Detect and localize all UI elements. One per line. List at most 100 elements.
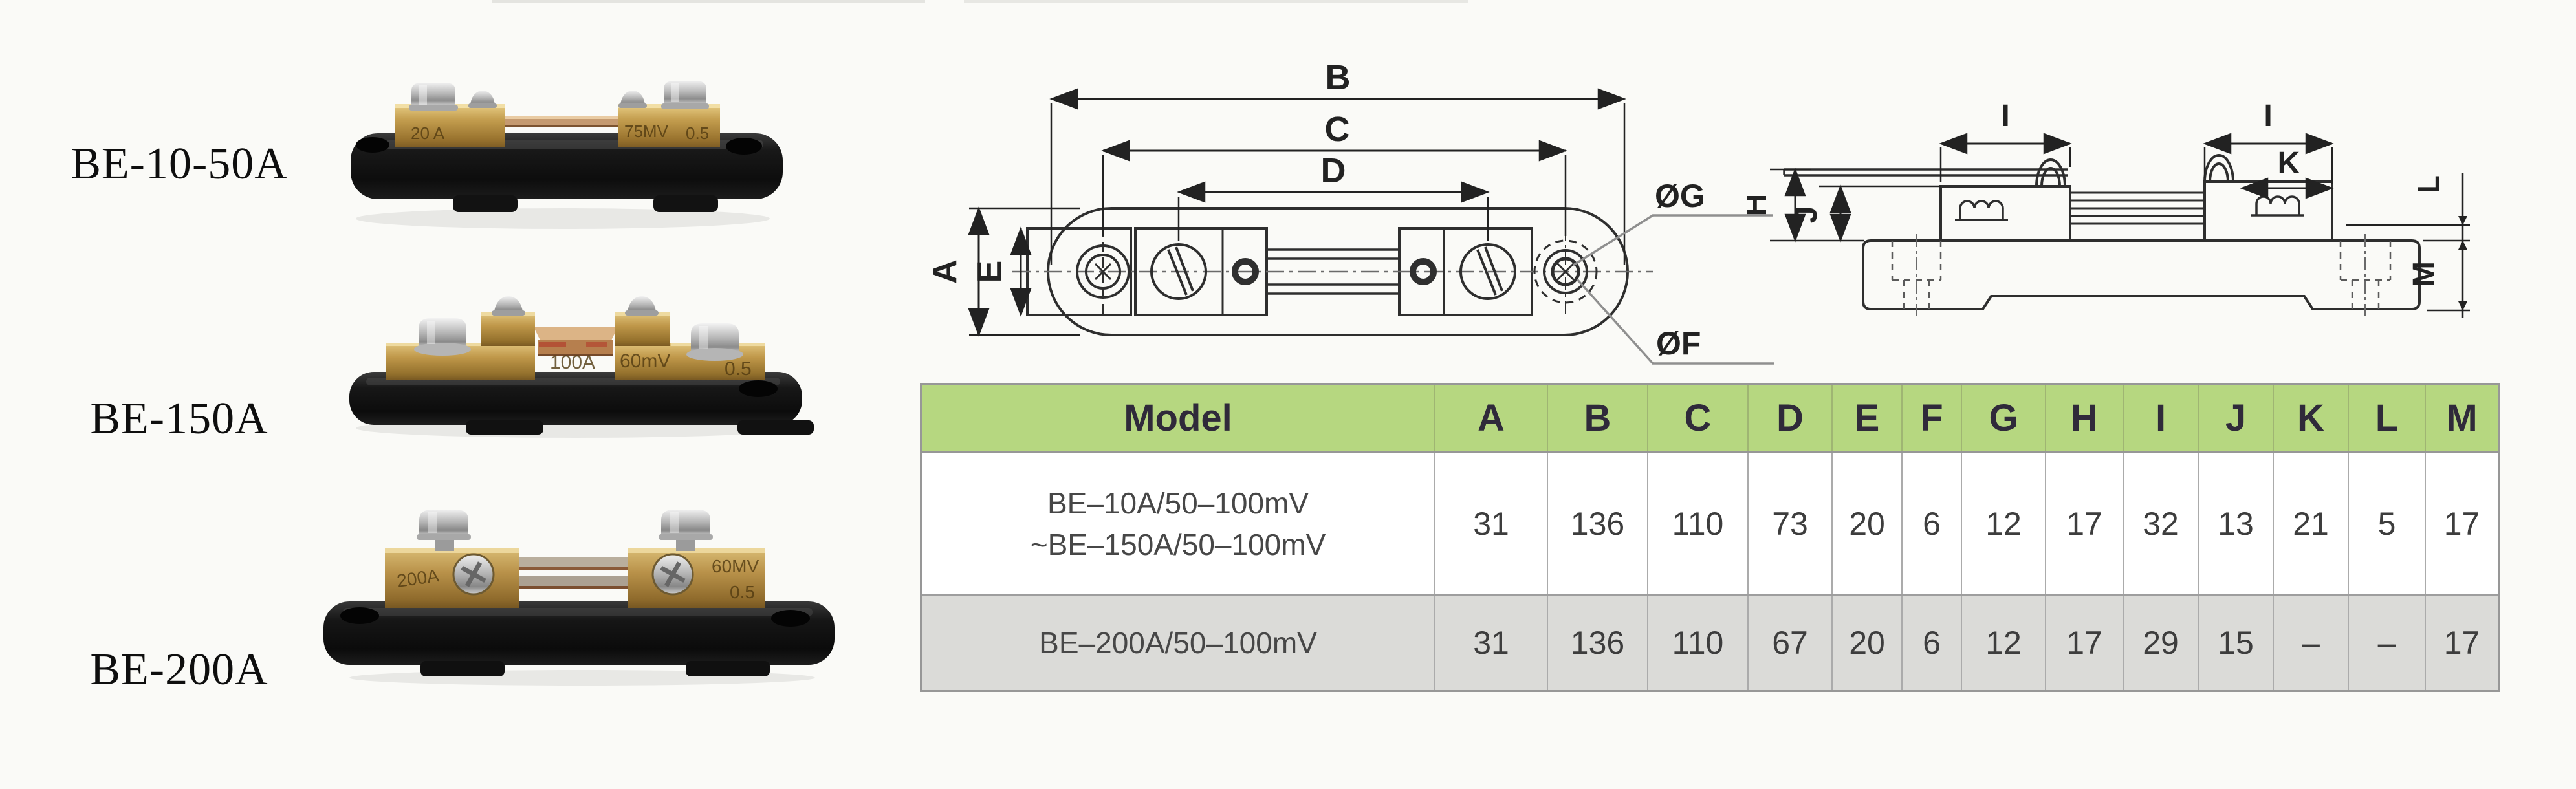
dia-label-f: ØF [1656,325,1701,362]
mounting-hole [726,138,762,155]
header-cell: A [1435,385,1548,451]
stamp-text: 60mV [620,351,670,372]
dim-label-e: E [971,261,1009,283]
brass-block-left: 20 A [395,104,505,147]
dome-screw [618,91,647,108]
phillips-screw [651,553,694,596]
brass-block-right: 60mV 0.5 [615,312,765,380]
spec-table: Model A B C D E F G H I J K L M BE–10A/5… [920,383,2500,692]
product-label-be-10-50a: BE-10-50A [71,139,288,189]
dome-screw [468,91,497,108]
leader-f [1576,278,1774,365]
product-photo-be-200a: 200A 60MV 0.5 [323,510,835,686]
value-cell: 6 [1903,453,1962,594]
hex-bolt [417,510,471,551]
hex-bolt [661,81,709,109]
hex-bolt [409,83,458,111]
header-cell: D [1749,385,1833,451]
value-cell: 110 [1648,596,1749,690]
red-stamp [586,342,607,347]
value-cell: 31 [1435,453,1548,594]
value-cell: 21 [2274,453,2349,594]
value-cell: 5 [2349,453,2426,594]
black-base [323,601,835,676]
value-cell: 136 [1548,596,1648,690]
dome-screw [625,296,659,316]
value-cell: – [2274,596,2349,690]
header-cell: E [1833,385,1903,451]
strips-side [2070,191,2205,225]
mounting-hole-right [1533,228,1598,316]
header-cell: I [2124,385,2199,451]
spec-table-header-row: Model A B C D E F G H I J K L M [922,385,2498,453]
resistor-strip [516,557,629,589]
header-cell-model: Model [922,385,1435,451]
model-line: ~BE–150A/50–100mV [1030,528,1326,561]
sense-terminal-right [1410,258,1437,285]
value-cell: 20 [1833,596,1903,690]
scan-artifact [964,0,1468,3]
value-cell: 6 [1903,596,1962,690]
product-label-be-150a: BE-150A [90,394,268,444]
dim-c [1101,140,1567,236]
resistor-strip [503,116,620,127]
model-cell: BE–200A/50–100mV [922,596,1435,690]
header-cell: B [1548,385,1648,451]
header-cell: M [2426,385,2498,451]
strips [1267,248,1399,295]
value-cell: 20 [1833,453,1903,594]
leader-g [1573,214,1773,266]
header-cell: G [1962,385,2046,451]
phillips-screw [452,553,495,596]
mounting-hole [356,137,389,153]
photo-shadow [356,208,770,229]
stamp-text: 60MV [712,556,759,576]
hidden-hole-right [2339,241,2392,309]
value-cell: 73 [1749,453,1833,594]
spec-table-row: BE–200A/50–100mV 31 136 110 67 20 6 12 1… [922,594,2498,690]
dim-label-k: K [2278,146,2300,180]
dim-j [1819,184,1941,243]
block-right-side [2203,180,2333,242]
product-photo-be-10-50a: 20 A 75MV 0.5 [351,81,783,229]
value-cell: 12 [1962,596,2046,690]
spec-table-row: BE–10A/50–100mV ~BE–150A/50–100mV 31 136… [922,453,2498,594]
top-view-diagram: B C D A E ØG ØF [926,58,1774,365]
dim-label-b: B [1326,58,1351,97]
stamp-text: 100A [550,352,595,373]
brass-block-right: 75MV 0.5 [618,104,720,147]
value-cell: 12 [1962,453,2046,594]
product-label-be-200a: BE-200A [90,645,268,695]
value-cell: 110 [1648,453,1749,594]
dim-label-d: D [1321,151,1346,190]
terminal-blade [1783,168,2068,177]
dim-l-m [2346,173,2470,318]
dim-a [968,206,1080,337]
dim-label-j: J [1789,206,1824,224]
dim-label-h: H [1747,194,1773,217]
red-stamp [539,342,566,347]
dim-label-l: L [2412,175,2445,193]
scan-artifact [492,0,925,3]
hex-bolt [659,510,713,551]
value-cell: 29 [2124,596,2199,690]
brass-block-left: 200A [385,548,519,608]
sense-terminal-left [1232,258,1259,285]
mounting-hole [771,610,810,627]
model-cell: BE–10A/50–100mV ~BE–150A/50–100mV [922,453,1435,594]
value-cell: 17 [2426,596,2498,690]
dia-label-g: ØG [1655,178,1705,214]
model-line: BE–10A/50–100mV [1047,486,1309,520]
stamp-text: 0.5 [730,582,755,602]
stamp-text: 0.5 [686,124,709,143]
header-cell: L [2349,385,2426,451]
value-cell: 15 [2199,596,2274,690]
resistor-strip [534,327,618,356]
dim-label-m: M [2407,261,2441,287]
dim-label-a: A [926,259,964,284]
stamp-text: 75MV [624,122,669,141]
stamp-text: 20 A [411,124,445,143]
base-side-outline [1862,239,2421,310]
brass-block-right: 60MV 0.5 [628,548,765,608]
